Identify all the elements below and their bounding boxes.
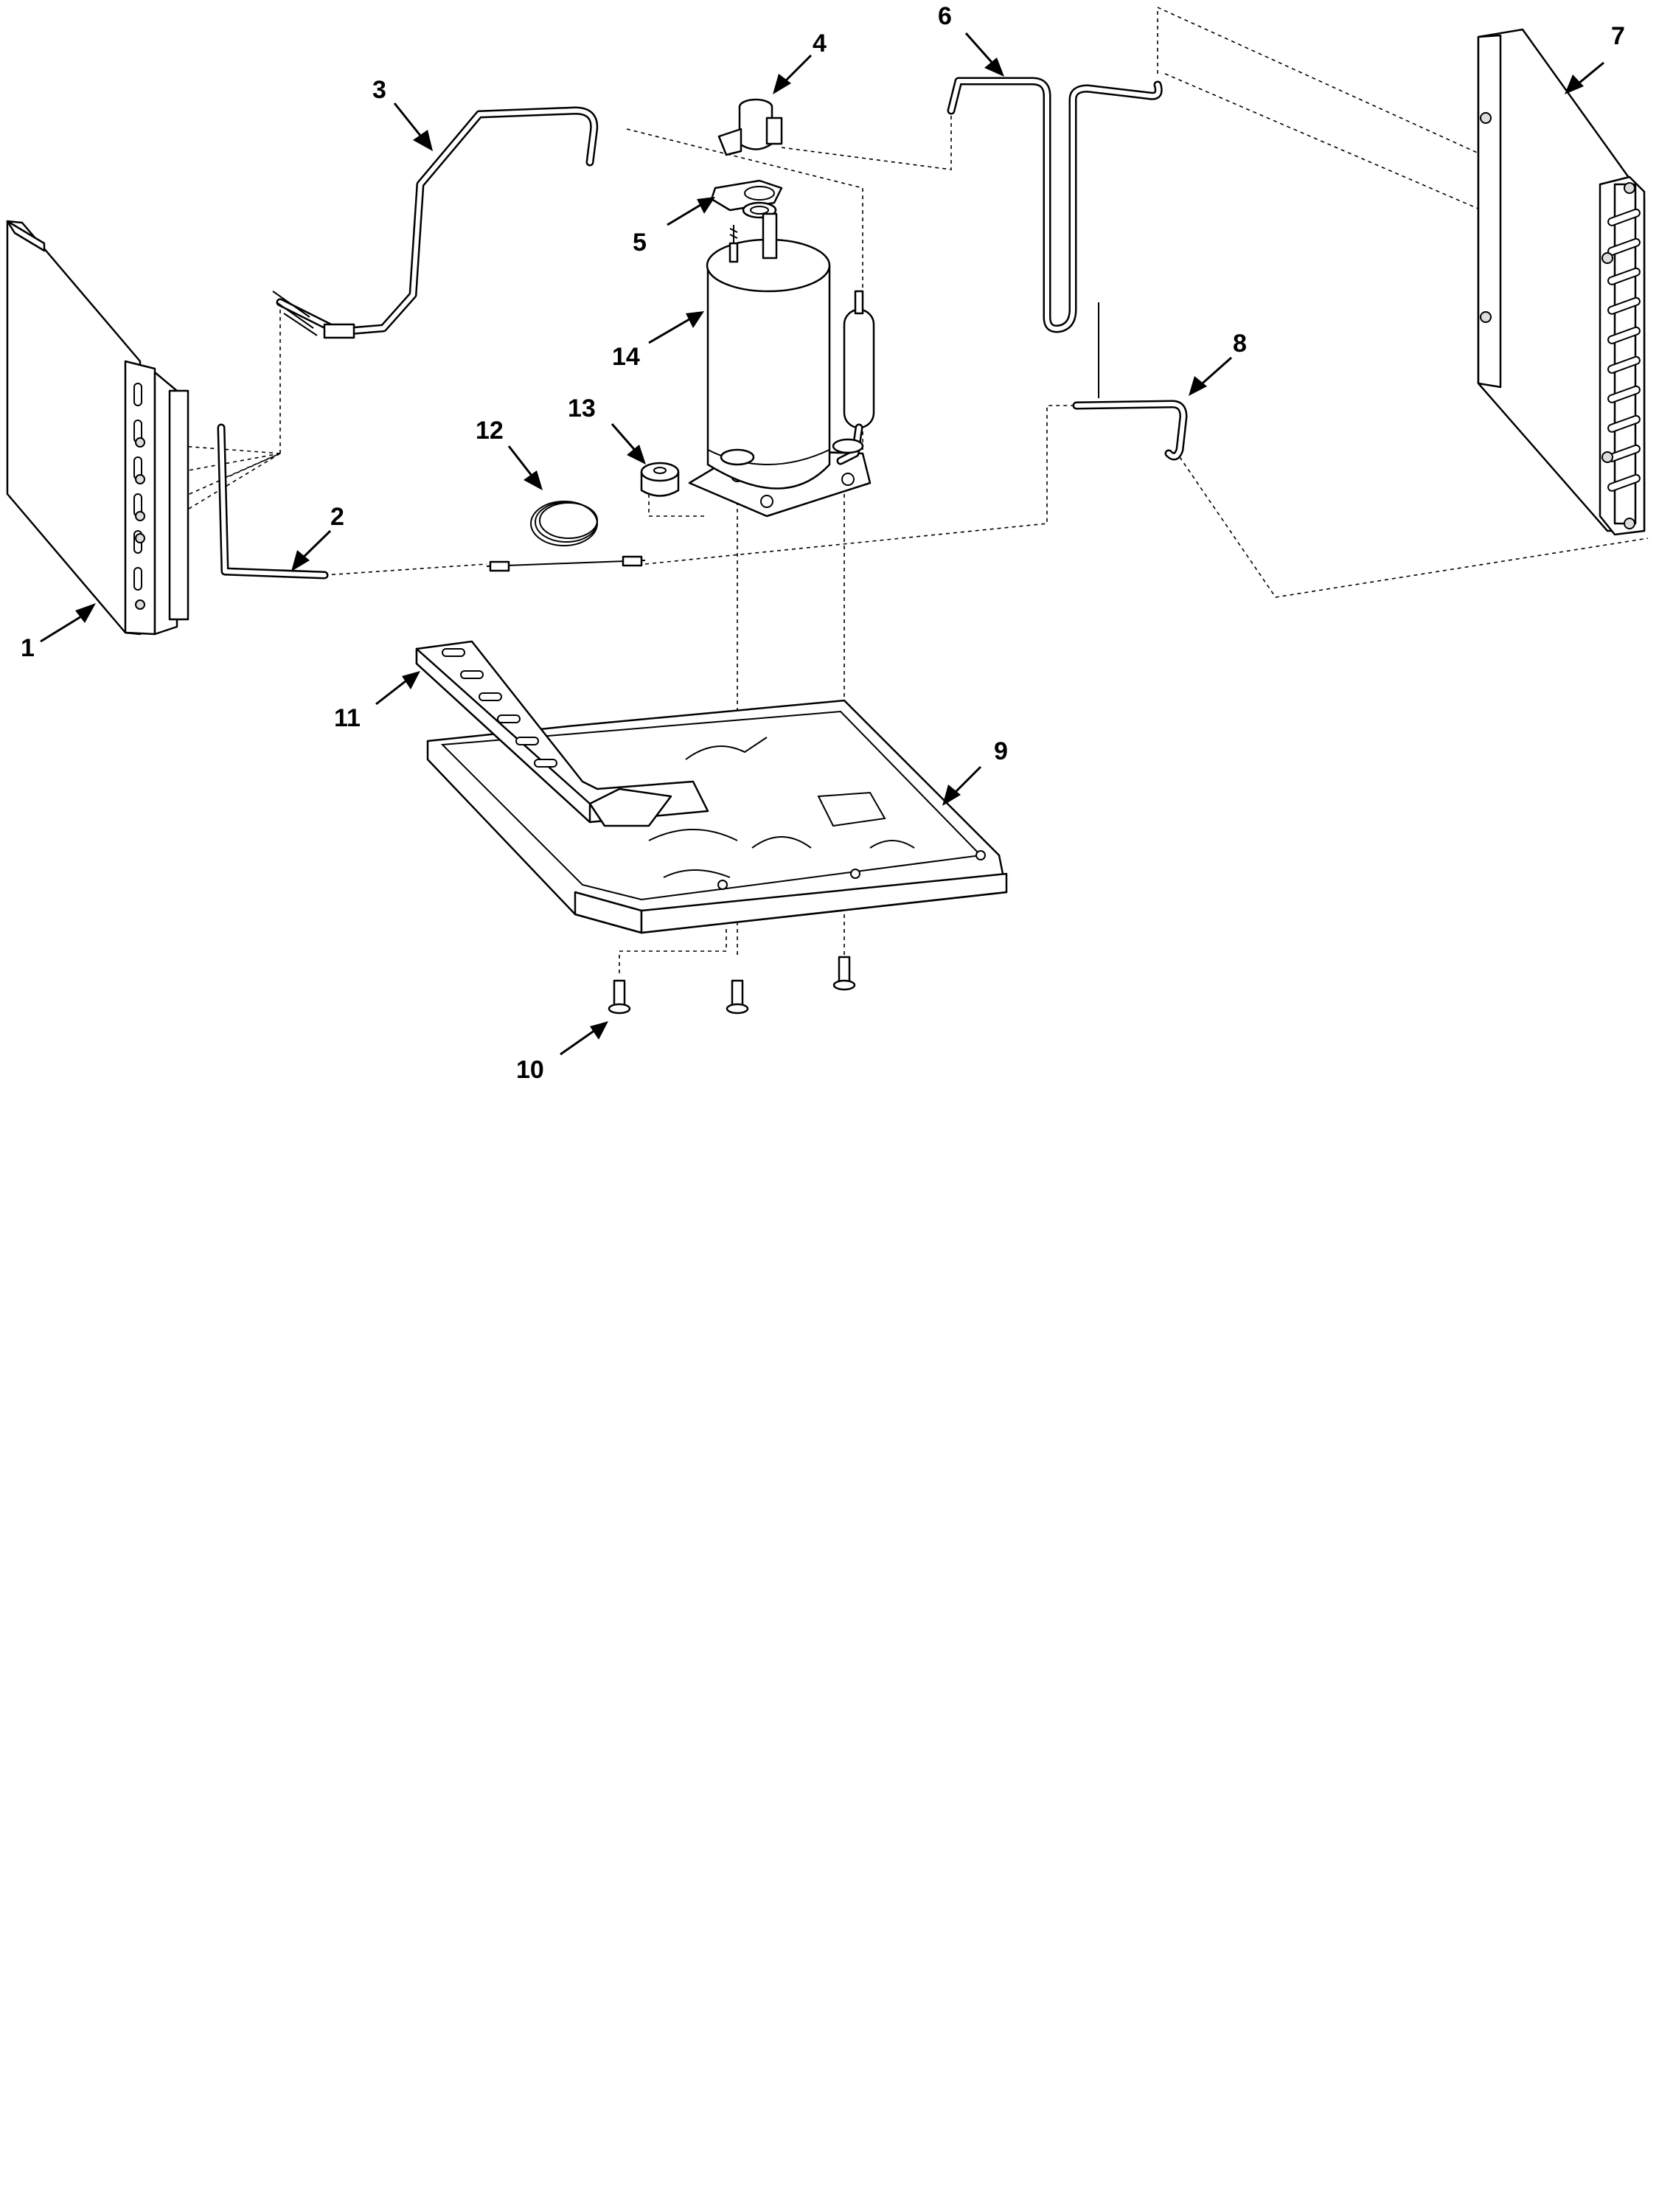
arrow-4	[773, 54, 813, 94]
arrow-12	[507, 445, 543, 490]
screw-2	[726, 979, 749, 1015]
callout-labels: 1 2 3 4 5 6 7 8 9 10 11 12 13 14	[21, 2, 1625, 1084]
arrow-10	[560, 1021, 608, 1056]
capillary-tube	[486, 501, 646, 572]
arrow-13	[611, 423, 646, 465]
callout-2: 2	[330, 503, 344, 531]
tube-part-8	[1072, 302, 1188, 461]
callout-1: 1	[21, 634, 35, 662]
arrow-8	[1189, 356, 1232, 396]
callout-9: 9	[994, 737, 1008, 765]
tube-part-6	[947, 77, 1163, 333]
callout-3: 3	[372, 76, 386, 104]
callout-12: 12	[476, 417, 504, 445]
arrow-11	[375, 671, 420, 706]
callout-13: 13	[568, 394, 596, 422]
callout-14: 14	[612, 343, 640, 371]
screws	[608, 956, 856, 1015]
screw-1	[608, 979, 631, 1015]
callout-5: 5	[633, 229, 647, 257]
callout-7: 7	[1611, 22, 1625, 50]
callout-6: 6	[938, 2, 952, 30]
overload-protector	[717, 98, 783, 156]
callout-10: 10	[516, 1056, 544, 1084]
compressor	[688, 212, 875, 518]
mounting-rail	[415, 640, 709, 827]
arrow-2	[291, 529, 332, 571]
arrow-9	[942, 765, 982, 806]
callout-arrows	[40, 32, 1604, 1056]
grommet	[640, 462, 680, 497]
callout-11: 11	[334, 704, 361, 732]
left-condenser-coil	[6, 220, 189, 636]
tube-part-3	[272, 106, 599, 339]
arrow-5	[667, 197, 715, 226]
callout-4: 4	[813, 29, 827, 58]
arrow-6	[964, 32, 1004, 77]
arrow-1	[40, 603, 96, 643]
tube-part-2	[217, 423, 329, 580]
screw-3	[832, 956, 856, 991]
terminal-gasket	[710, 179, 783, 219]
base-pan	[426, 699, 1008, 934]
arrow-14	[648, 311, 704, 344]
arrow-7	[1565, 61, 1604, 94]
callout-8: 8	[1233, 330, 1247, 358]
right-evaporator-coil	[1477, 28, 1646, 536]
arrow-3	[393, 102, 433, 151]
